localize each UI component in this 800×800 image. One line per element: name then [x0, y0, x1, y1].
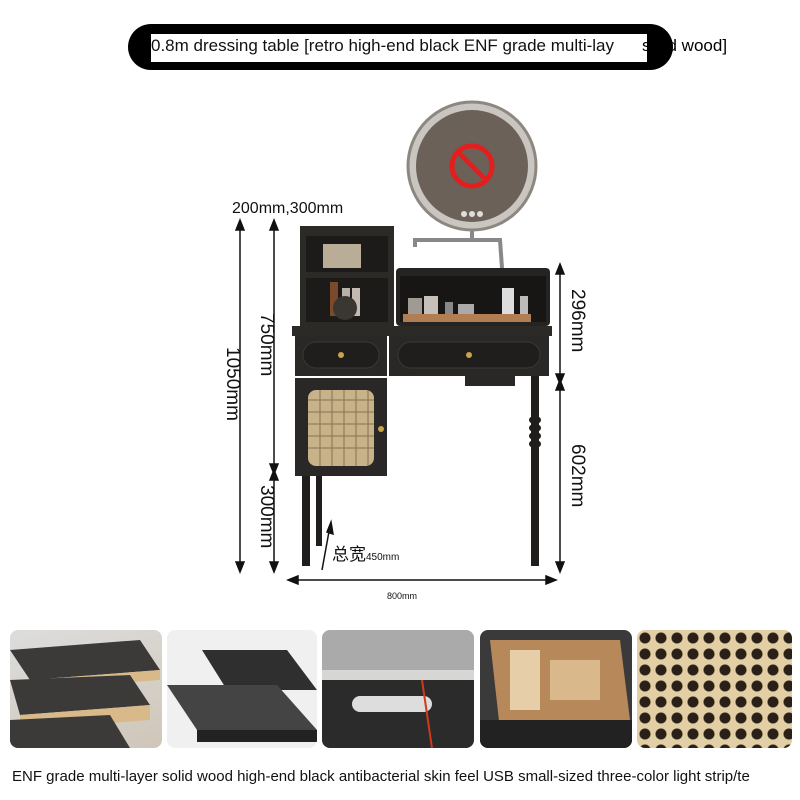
feature-caption: ENF grade multi-layer solid wood high-en…: [12, 768, 750, 785]
total-height-label: 1050mm: [222, 347, 243, 421]
product-title: 0.8m dressing table [retro high-end blac…: [151, 36, 728, 55]
right-lower-height-label: 602mm: [567, 444, 588, 508]
thumbnail-usb-strip: [322, 630, 474, 748]
title-highlight: [151, 34, 647, 62]
round-mirror: [406, 100, 538, 269]
thumbnail-multi-layer-board: [10, 630, 162, 748]
upper-height-label: 750mm: [256, 313, 277, 377]
dressing-table-illustration: [234, 100, 566, 586]
thumbnail-black-panel: [167, 630, 317, 748]
thumbnail-rattan-weave: [637, 630, 792, 748]
lower-height-label: 300mm: [256, 485, 277, 549]
right-upper-height-label: 296mm: [567, 289, 588, 353]
width-label: 800mm: [387, 591, 418, 601]
thumbnail-drawer-interior: [480, 630, 632, 748]
top-dimension-label: 200mm,300mm: [232, 200, 344, 217]
depth-label: 总宽450mm: [332, 545, 400, 564]
